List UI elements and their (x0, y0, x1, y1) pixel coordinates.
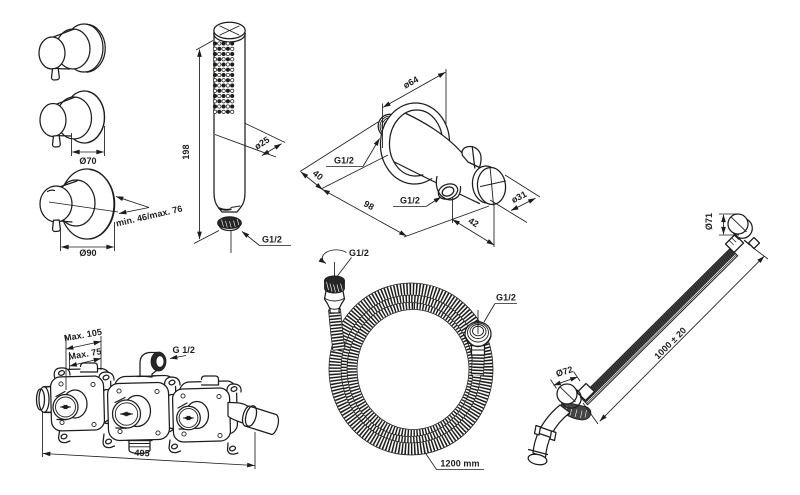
dim-elbow-outlet-thread: G1/2 (393, 196, 442, 207)
handshower-diameter-label: ø25 (253, 135, 272, 152)
elbow-outlet-thread-label: G1/2 (400, 196, 420, 206)
dim-handshower-thread: G1/2 (241, 231, 291, 246)
rail-pipe-union-nut (533, 424, 557, 442)
dim-valve-depth: Max. 105 Max. 75 (63, 327, 103, 390)
valve-width-label: 495 (134, 448, 150, 459)
dim-valve-top-thread: G 1/2 (169, 345, 196, 360)
elbow-bottom-outlet (435, 175, 462, 201)
dim-hose-swivel-thread: G1/2 (483, 293, 517, 323)
valve-right-outlet (227, 401, 280, 436)
dim-hose-length: 1200 mm (423, 450, 484, 470)
valve-unit-2 (106, 381, 171, 442)
hose-swivel-thread-label: G1/2 (496, 293, 516, 303)
trim-depth-range-label: min. 46/max. 76 (115, 203, 184, 228)
rail-bar (579, 247, 739, 406)
valve-top-thread-label: G 1/2 (173, 345, 196, 355)
trim-large-diameter-label: Ø90 (79, 248, 96, 258)
trim-mid-diameter-label: Ø70 (79, 156, 96, 166)
elbow-holder-diameter-label: ø31 (510, 189, 529, 205)
hose-right-connector (464, 310, 492, 356)
elbow-depth-label: 40 (311, 168, 325, 182)
dim-trim-mid-diameter: Ø70 (71, 126, 105, 166)
dim-handshower-length: 198 (181, 40, 220, 244)
valve-max105-label: Max. 105 (63, 327, 102, 344)
dim-hose-conical-thread: G1/2 (318, 248, 369, 277)
hose-length-label: 1200 mm (440, 459, 479, 469)
wall-elbow: ø64 G1/2 40 98 G1/2 ø31 (299, 69, 541, 247)
handshower-length-label: 198 (181, 144, 191, 159)
hose-conical-thread-label: G1/2 (349, 248, 369, 258)
dim-rail-bottom-diameter: Ø72 (550, 364, 581, 389)
shower-hose: G1/2 G1/2 1200 mm (318, 248, 517, 470)
valve-unit-1 (49, 375, 106, 432)
elbow-length-label: 98 (362, 199, 376, 213)
valve-trim-large: min. 46/max. 76 Ø90 (39, 168, 184, 258)
handshower-logo-mark (218, 207, 232, 211)
rail-bottom-bracket (527, 382, 596, 466)
valve-top-elbow (136, 351, 167, 378)
dim-valve-width: 495 (42, 411, 256, 469)
dim-rail-top-diameter: Ø71 (704, 213, 739, 236)
concealed-valve-body: Max. 105 Max. 75 G 1/2 495 (35, 327, 280, 469)
hose-coil (328, 282, 494, 456)
valve-trim-small-top (38, 23, 106, 81)
dim-elbow-outlet-offset: 42 (452, 198, 495, 247)
hose-left-connector (323, 262, 346, 314)
valve-trim-small-mid: Ø70 (39, 90, 106, 166)
valve-unit-3 (171, 387, 232, 443)
elbow-outlet-offset-label: 42 (467, 216, 481, 230)
dim-trim-large-diameter: Ø90 (60, 222, 115, 258)
elbow-holder-end (471, 165, 507, 206)
handshower-spray-dots (212, 41, 235, 114)
rail-top-bracket (724, 213, 761, 254)
dim-elbow-depth-length: 40 98 (299, 121, 490, 238)
handshower: 198 ø25 G1/2 (181, 21, 291, 253)
rail-top-diameter-label: Ø71 (704, 213, 714, 230)
riser-rail: Ø71 1000 ± 20 Ø72 (527, 213, 769, 466)
handshower-thread-label: G1/2 (262, 235, 282, 245)
dim-rail-length: 1000 ± 20 (582, 246, 769, 425)
dim-elbow-inlet-thread: G1/2 (326, 138, 380, 167)
elbow-inlet-thread-label: G1/2 (334, 156, 354, 166)
rail-bottom-diameter-label: Ø72 (555, 364, 574, 379)
elbow-holder-hook (461, 145, 482, 169)
